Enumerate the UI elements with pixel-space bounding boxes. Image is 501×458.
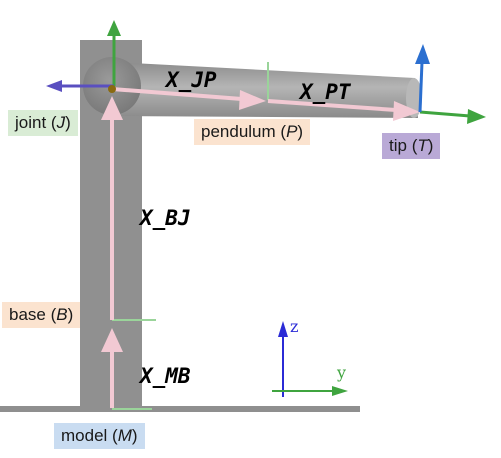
axis-label-y: y (337, 363, 347, 382)
pose-arrow-bj (101, 96, 123, 320)
pose-arrow-pt (267, 99, 420, 121)
pose-label-mb: X_MB (140, 364, 191, 388)
joint-frame-axes (46, 20, 121, 93)
tip-frame-axes (415, 44, 486, 124)
base-label: base (B) (2, 302, 81, 328)
joint-label: joint (J) (8, 110, 78, 136)
axes-legend (272, 321, 348, 397)
model-label: model (M) (54, 423, 145, 449)
pendulum-label: pendulum (P) (194, 119, 311, 145)
pose-arrow-mb (101, 328, 123, 408)
pose-label-bj: X_BJ (140, 206, 191, 230)
pose-label-jp: X_JP (166, 68, 217, 92)
tip-label: tip (T) (382, 133, 441, 159)
axis-label-z: z (290, 317, 299, 336)
floor-bar (0, 406, 360, 412)
pose-label-pt: X_PT (300, 80, 351, 104)
pose-arrow-jp (111, 87, 266, 110)
